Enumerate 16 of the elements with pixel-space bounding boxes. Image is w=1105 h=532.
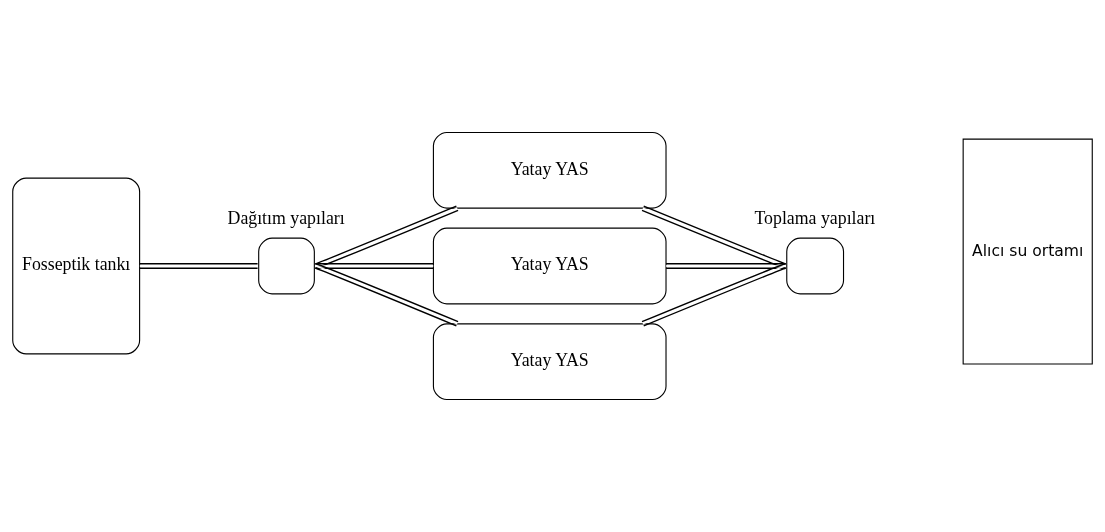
- node-box: [258, 237, 315, 295]
- connector: [641, 205, 787, 269]
- connector: [314, 263, 434, 269]
- connector: [665, 263, 787, 269]
- node-box: Yatay YAS: [432, 323, 667, 401]
- connector: [139, 263, 259, 269]
- connector: [641, 263, 787, 327]
- node-label: Toplama yapıları: [754, 207, 876, 228]
- node-box: Yatay YAS: [432, 131, 667, 209]
- node-box: Yatay YAS: [432, 227, 667, 305]
- node-box: Fosseptik tankı: [12, 177, 141, 355]
- connector: [314, 205, 459, 269]
- node-box: [786, 237, 845, 295]
- connector: [314, 263, 459, 327]
- node-box: Alıcı su ortamı: [962, 138, 1093, 365]
- node-label: Dağıtım yapıları: [227, 207, 345, 228]
